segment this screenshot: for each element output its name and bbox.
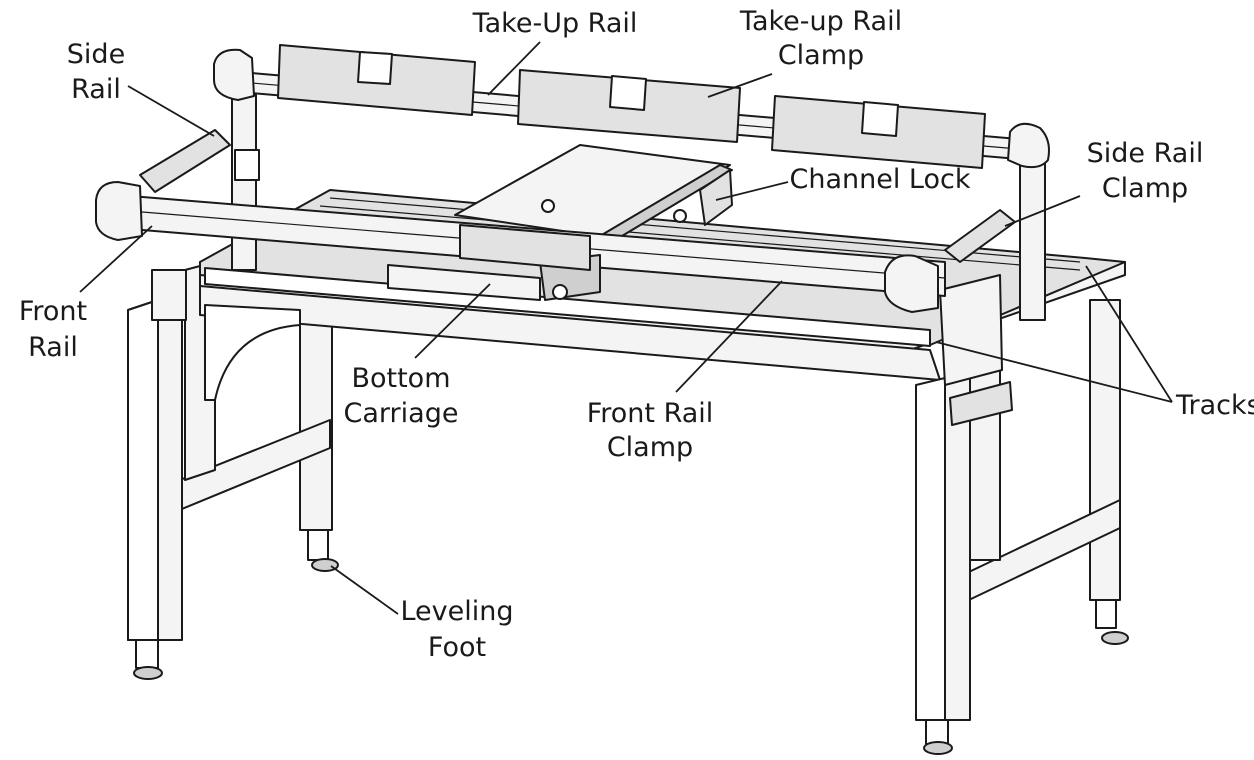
frame-illustration xyxy=(95,44,1129,755)
left-end-frame xyxy=(159,261,331,519)
label-side-rail-line1: Side xyxy=(67,39,125,70)
front-left-leg xyxy=(127,269,187,680)
label-front-rail-clamp-line2: Clamp xyxy=(607,432,693,463)
label-leveling-foot-line2: Foot xyxy=(428,632,486,663)
back-right-leg xyxy=(1089,299,1121,629)
right-side-rail xyxy=(944,159,1046,321)
label-take-up-rail: Take-Up Rail xyxy=(472,8,638,39)
leader-side-rail-clamp xyxy=(1004,195,1081,227)
leader-bottom-carriage xyxy=(414,283,491,359)
leader-leveling-foot xyxy=(330,565,399,615)
label-front-rail-line2: Rail xyxy=(28,332,78,363)
labels: Take-Up Rail Take-up Rail Clamp Side Rai… xyxy=(19,6,1254,663)
leader-tracks-front xyxy=(935,341,1173,403)
label-front-rail-clamp-line1: Front Rail xyxy=(587,398,714,429)
leader-take-up-rail-clamp xyxy=(707,73,773,98)
left-side-rail xyxy=(139,94,260,271)
label-leveling-foot-line1: Leveling xyxy=(400,596,513,627)
front-rail-clamp xyxy=(459,224,591,271)
leader-front-rail xyxy=(79,225,153,293)
right-side-bracket xyxy=(939,274,1013,426)
label-channel-lock: Channel Lock xyxy=(790,164,971,195)
label-side-rail-clamp-line2: Clamp xyxy=(1102,173,1188,204)
leader-lines xyxy=(79,41,1173,615)
leader-side-rail xyxy=(127,85,215,137)
label-bottom-carriage-line2: Carriage xyxy=(344,398,459,429)
leveling-foot xyxy=(311,558,339,572)
leader-take-up-rail xyxy=(487,41,541,96)
leader-front-rail-clamp xyxy=(675,280,783,393)
label-bottom-carriage-line1: Bottom xyxy=(351,363,450,394)
label-take-up-rail-clamp-line2: Clamp xyxy=(778,40,864,71)
leader-tracks-rear xyxy=(1085,265,1173,403)
front-right-leg xyxy=(915,377,971,755)
top-carriage xyxy=(454,144,733,243)
label-tracks: Tracks xyxy=(1175,390,1254,421)
label-side-rail-line2: Rail xyxy=(71,74,121,105)
label-take-up-rail-clamp-line1: Take-up Rail xyxy=(739,6,902,37)
take-up-rail-clamps xyxy=(277,44,986,169)
leveling-foot-back-right xyxy=(1101,631,1129,645)
leader-channel-lock xyxy=(715,181,789,201)
label-side-rail-clamp-line1: Side Rail xyxy=(1087,138,1204,169)
label-front-rail-line1: Front xyxy=(19,296,87,327)
